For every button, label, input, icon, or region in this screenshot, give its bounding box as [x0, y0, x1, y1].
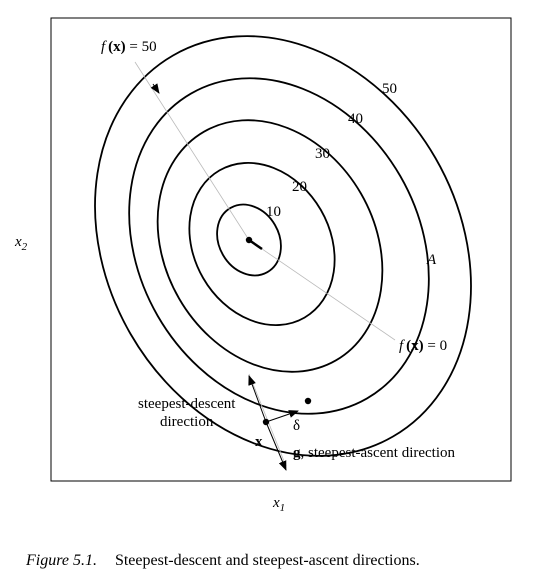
ascent-label: g, steepest-ascent direction [293, 445, 456, 461]
figure-number: Figure 5.1. [26, 552, 97, 569]
point-x-label: x [255, 434, 263, 450]
contour-10 [216, 203, 282, 277]
y-axis-label: x2 [14, 234, 28, 253]
outer-contour-arrow [150, 83, 160, 94]
contour-30 [156, 119, 384, 373]
level-label-40: 40 [348, 111, 363, 127]
caption-text: Steepest-descent and steepest-ascent dir… [114, 552, 420, 569]
x-axis-label: x1 [272, 495, 285, 514]
delta-label: δ [293, 418, 300, 434]
level-label-50: 50 [382, 81, 397, 97]
level-label-10: 10 [266, 204, 281, 220]
zero-contour-label: f(x) = 0 [399, 338, 447, 354]
contour-50 [94, 35, 472, 457]
level-label-30: 30 [315, 146, 330, 162]
contour-40 [128, 77, 430, 415]
ascent-arrow [265, 421, 287, 471]
outer-contour-label: f(x) = 50 [101, 39, 157, 55]
guide-line-zero [248, 239, 396, 341]
delta-arrow [265, 410, 299, 423]
plot-frame [50, 17, 512, 482]
center-tick [248, 238, 263, 251]
guide-line-outer [134, 61, 250, 241]
point-x-plus-delta [304, 397, 312, 405]
point-x [262, 418, 270, 426]
figure-caption: Figure 5.1. Steepest-descent and steepest… [26, 552, 420, 570]
contour-group [94, 35, 472, 457]
descent-arrow [248, 375, 267, 423]
level-label-20: 20 [292, 179, 307, 195]
descent-label-line1: steepest-descent [138, 396, 236, 412]
descent-label-line2: direction [160, 414, 214, 430]
contour-20 [188, 162, 336, 326]
region-label-a: A [426, 252, 437, 268]
